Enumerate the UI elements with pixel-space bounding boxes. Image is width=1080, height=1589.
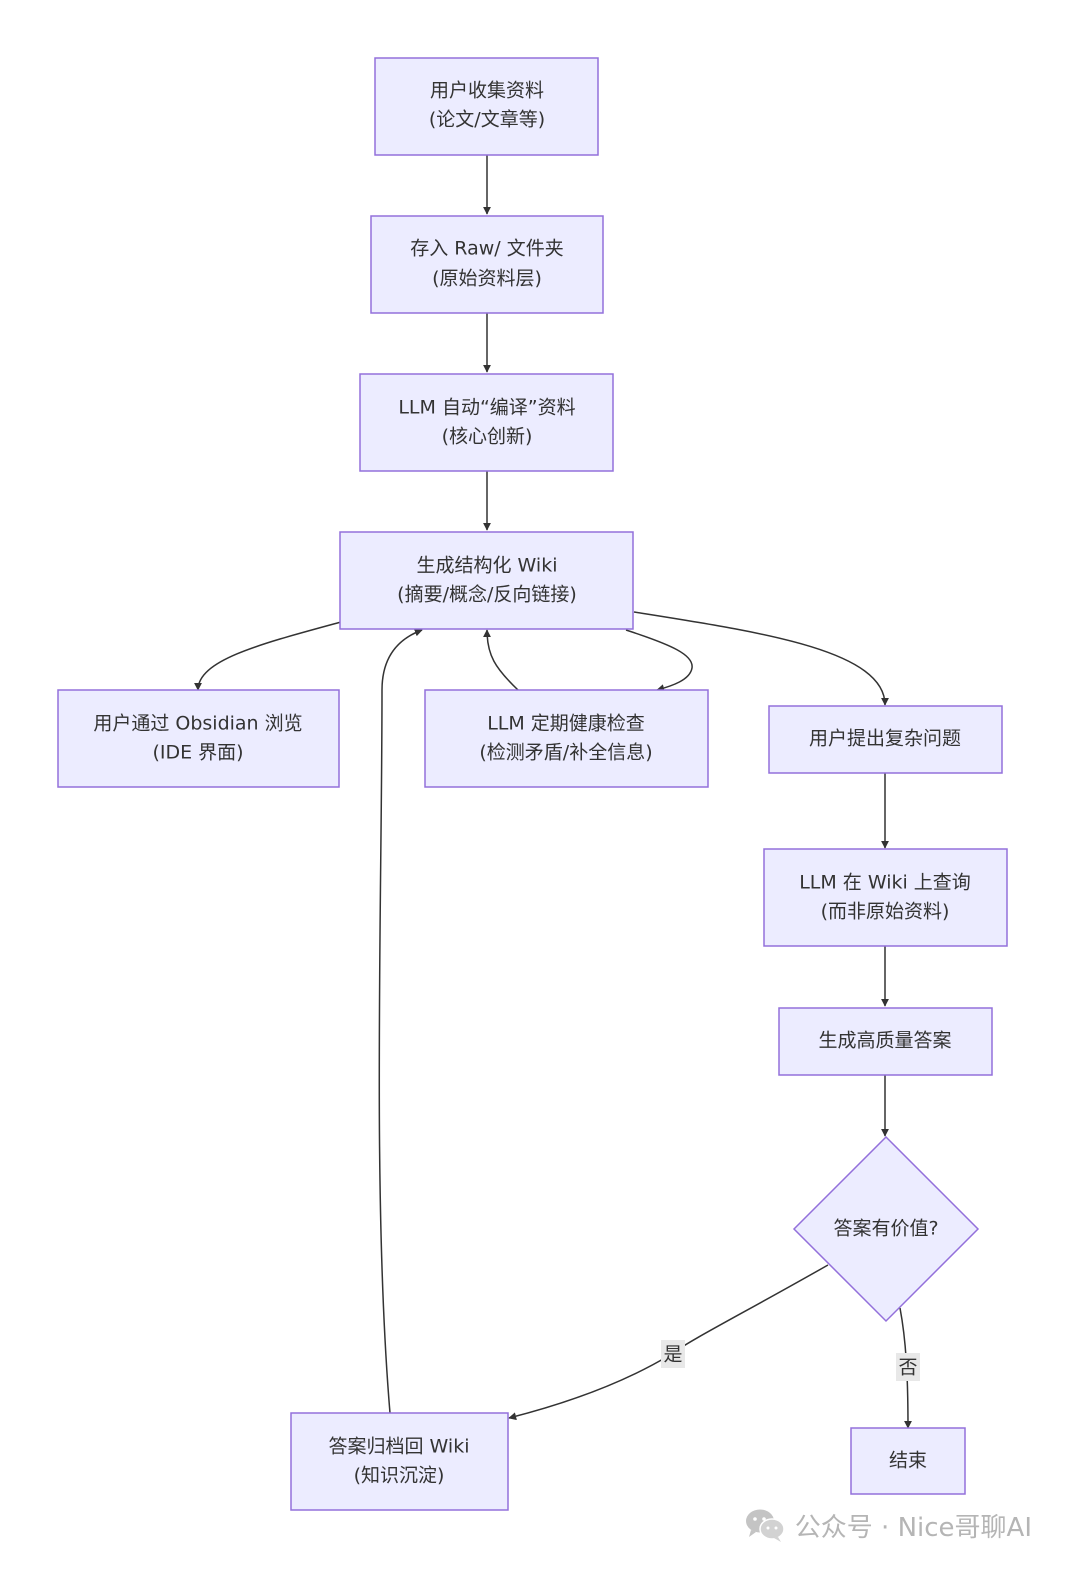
edge-wiki-to-health bbox=[625, 629, 693, 693]
watermark: 公众号 · Nice哥聊AI bbox=[745, 1505, 1032, 1545]
node-health-line2: (检测矛盾/补全信息) bbox=[479, 742, 652, 764]
node-health[interactable]: LLM 定期健康检查 (检测矛盾/补全信息) bbox=[424, 689, 709, 788]
node-compile[interactable]: LLM 自动“编译”资料 (核心创新) bbox=[359, 373, 614, 472]
node-collect-line2: (论文/文章等) bbox=[429, 109, 545, 131]
node-end[interactable]: 结束 bbox=[850, 1427, 966, 1495]
node-collect-line1: 用户收集资料 bbox=[430, 80, 544, 102]
node-answer-line1: 生成高质量答案 bbox=[818, 1030, 951, 1052]
node-query-line1: LLM 在 Wiki 上查询 bbox=[799, 872, 971, 894]
node-obsidian-line2: (IDE 界面) bbox=[152, 742, 243, 764]
node-end-line1: 结束 bbox=[889, 1450, 927, 1472]
node-archive-line2: (知识沉淀) bbox=[354, 1465, 445, 1487]
node-wiki-line1: 生成结构化 Wiki bbox=[417, 555, 558, 577]
node-wiki[interactable]: 生成结构化 Wiki (摘要/概念/反向链接) bbox=[339, 531, 634, 630]
node-health-line1: LLM 定期健康检查 bbox=[487, 713, 645, 735]
watermark-text: 公众号 · Nice哥聊AI bbox=[794, 1512, 1032, 1543]
node-answer[interactable]: 生成高质量答案 bbox=[778, 1007, 993, 1076]
node-archive-line1: 答案归档回 Wiki bbox=[329, 1436, 470, 1458]
node-query[interactable]: LLM 在 Wiki 上查询 (而非原始资料) bbox=[763, 848, 1008, 947]
edge-wiki-to-question bbox=[633, 611, 889, 706]
edge-wiki-to-obsidian bbox=[194, 621, 342, 691]
node-wiki-line2: (摘要/概念/反向链接) bbox=[397, 583, 577, 606]
node-raw-line1: 存入 Raw/ 文件夹 bbox=[410, 238, 563, 260]
node-archive[interactable]: 答案归档回 Wiki (知识沉淀) bbox=[290, 1412, 509, 1511]
edge-archive-to-wiki bbox=[378, 628, 423, 1414]
edge-health-to-wiki bbox=[483, 629, 519, 691]
node-collect[interactable]: 用户收集资料 (论文/文章等) bbox=[374, 57, 599, 156]
edge-label-no-text: 否 bbox=[898, 1357, 917, 1379]
node-decision-line1: 答案有价值? bbox=[833, 1218, 938, 1240]
node-question-line1: 用户提出复杂问题 bbox=[809, 728, 961, 750]
wechat-icon bbox=[745, 1509, 785, 1542]
node-query-line2: (而非原始资料) bbox=[821, 901, 950, 923]
node-raw[interactable]: 存入 Raw/ 文件夹 (原始资料层) bbox=[370, 215, 604, 314]
edge-label-yes: 是 bbox=[661, 1340, 685, 1368]
node-raw-line2: (原始资料层) bbox=[432, 268, 542, 290]
node-question[interactable]: 用户提出复杂问题 bbox=[768, 705, 1003, 774]
edge-label-yes-text: 是 bbox=[663, 1344, 682, 1366]
node-decision[interactable]: 答案有价值? bbox=[792, 1135, 980, 1323]
node-compile-line2: (核心创新) bbox=[442, 426, 533, 448]
edges bbox=[194, 155, 912, 1429]
node-obsidian-line1: 用户通过 Obsidian 浏览 bbox=[93, 713, 302, 735]
edge-label-no: 否 bbox=[896, 1353, 920, 1381]
node-compile-line1: LLM 自动“编译”资料 bbox=[398, 397, 575, 419]
node-obsidian[interactable]: 用户通过 Obsidian 浏览 (IDE 界面) bbox=[57, 689, 340, 788]
